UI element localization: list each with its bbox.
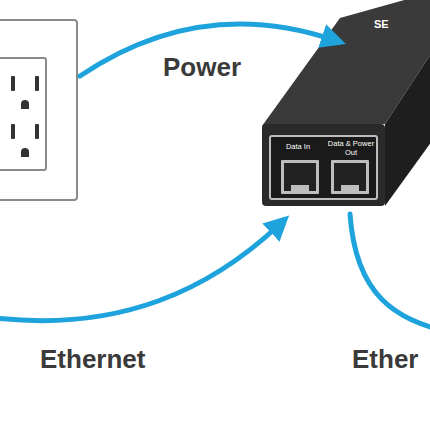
ethernet-arrow [0,224,280,321]
wall-outlet [0,20,77,200]
port-label: Data & Power Out [323,139,379,157]
injector-box: SE Data InData & Power Out [262,0,430,210]
arrow-label: Ether [352,344,418,375]
port-label: Data In [274,142,322,151]
port: Data & Power Out [323,139,379,157]
poe-injector [262,0,430,206]
arrow-label: Ethernet [40,344,145,375]
arrow-label: Power [163,52,241,83]
brand-text: SE [374,18,389,30]
ethernet-out-arrow [350,214,430,330]
port: Data In [274,142,322,151]
